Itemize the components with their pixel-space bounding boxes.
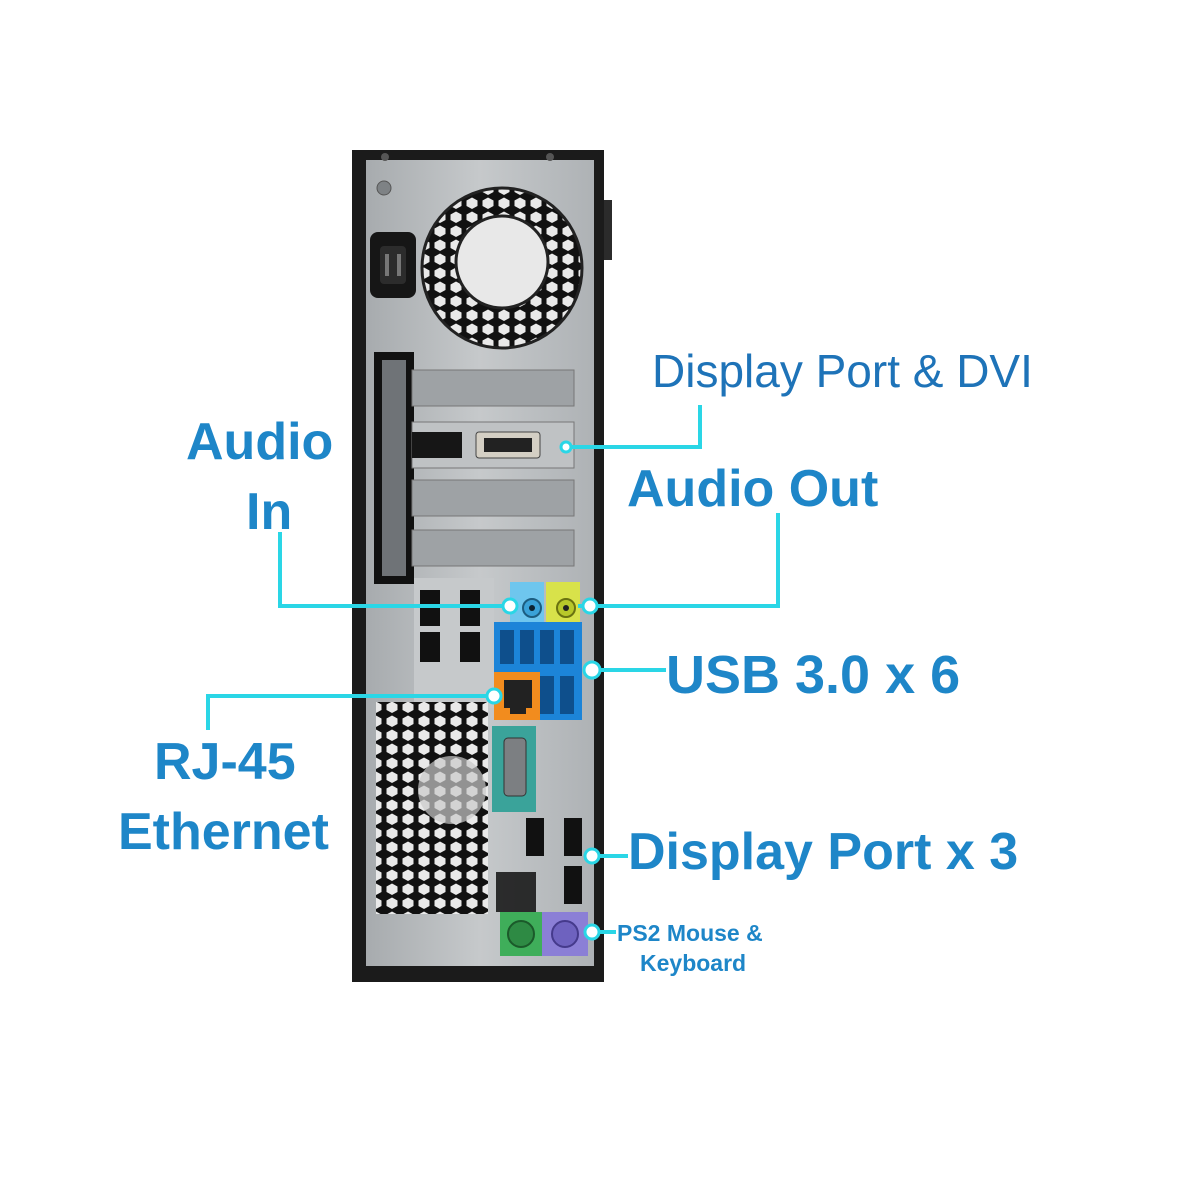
callout-dot-rj45 bbox=[485, 687, 503, 705]
expansion-slots bbox=[374, 352, 575, 584]
callout-line-display-port-dvi bbox=[566, 405, 702, 449]
power-connector-icon bbox=[370, 232, 416, 298]
label-ps2-line2: Keyboard bbox=[640, 950, 747, 976]
callout-line-audio-out bbox=[578, 513, 780, 608]
label-ps2-line1: PS2 Mouse & bbox=[617, 920, 763, 946]
callout-line-audio-in bbox=[278, 532, 508, 608]
displayport-ports-icon bbox=[526, 818, 582, 904]
callout-line-rj45 bbox=[206, 694, 492, 730]
label-display-port-dvi: Display Port & DVI bbox=[652, 345, 1033, 397]
serial-port-icon bbox=[492, 726, 536, 812]
callout-dot-usb bbox=[582, 660, 602, 680]
label-usb: USB 3.0 x 6 bbox=[666, 645, 961, 705]
displayport-card-port-icon bbox=[412, 432, 462, 458]
label-audio-in-line1: Audio bbox=[186, 413, 334, 471]
callout-dot-display-port-dvi bbox=[559, 440, 573, 454]
label-rj45-line2: Ethernet bbox=[118, 803, 329, 861]
dvi-port-icon bbox=[475, 431, 541, 459]
label-rj45-line1: RJ-45 bbox=[154, 733, 296, 791]
label-audio-out: Audio Out bbox=[627, 460, 879, 518]
label-audio-in-line2: In bbox=[246, 483, 293, 541]
callout-dots bbox=[485, 440, 602, 941]
callout-dot-audio-out bbox=[581, 597, 599, 615]
vent-grille bbox=[376, 702, 536, 914]
callout-dot-audio-in bbox=[501, 597, 519, 615]
callout-dot-ps2 bbox=[583, 923, 601, 941]
psu-fan-icon bbox=[420, 186, 584, 350]
io-panel bbox=[414, 578, 494, 708]
label-display-port-x3: Display Port x 3 bbox=[628, 823, 1019, 881]
ps2-ports-icon bbox=[500, 912, 588, 956]
callout-dot-display-port-x3 bbox=[583, 847, 601, 865]
audio-out-jack-icon bbox=[546, 582, 580, 622]
